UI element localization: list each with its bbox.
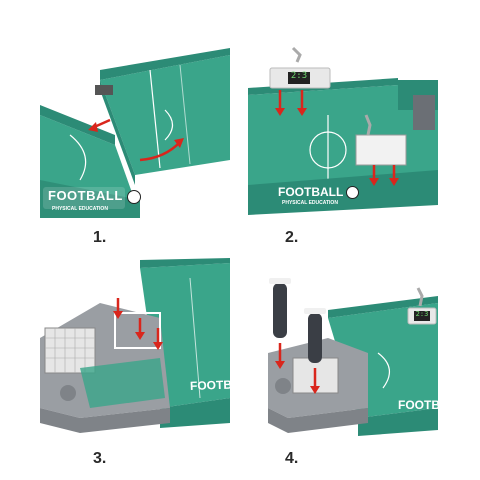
step-4-illustration [268, 278, 438, 436]
soccer-ball-icon [126, 189, 141, 204]
step-2-illustration [248, 46, 438, 215]
brand-text: FOOTBALL [48, 188, 123, 203]
step-2-panel: 2:3 FOOTBALL PHYSICAL EDUCATION [248, 40, 438, 230]
step-1-illustration [40, 48, 230, 218]
step-number-1: 1. [93, 229, 107, 246]
step-number-2: 2. [285, 229, 299, 246]
brand-text: FOOTBAL [189, 376, 230, 394]
brand-text: FOOTBALL [278, 185, 344, 199]
soccer-ball-icon [346, 186, 360, 200]
step-1-panel: FOOTBALL PHYSICAL EDUCATION [40, 40, 230, 230]
step-4-panel: 2:3 FOOTBAL [248, 258, 438, 448]
arrow-right [139, 141, 181, 162]
step-3-illustration [40, 258, 230, 433]
brand-logo: FOOTBAL [190, 377, 230, 393]
scoreboard-display: 2:3 [290, 71, 308, 81]
step-3-panel: FOOTBAL [40, 258, 230, 448]
brand-logo: FOOTBAL [398, 398, 438, 412]
brand-subtitle: PHYSICAL EDUCATION [52, 206, 108, 212]
handle-right [308, 313, 322, 363]
brand-subtitle: PHYSICAL EDUCATION [282, 200, 338, 206]
brand-logo: FOOTBALL [278, 185, 360, 200]
scoreboard-display: 2:3 [415, 310, 429, 318]
handle-left [273, 283, 287, 338]
brand-logo: FOOTBALL [48, 188, 141, 204]
brand-text: FOOTBAL [398, 398, 438, 412]
step-number-4: 4. [285, 450, 299, 467]
step-number-3: 3. [93, 450, 107, 467]
